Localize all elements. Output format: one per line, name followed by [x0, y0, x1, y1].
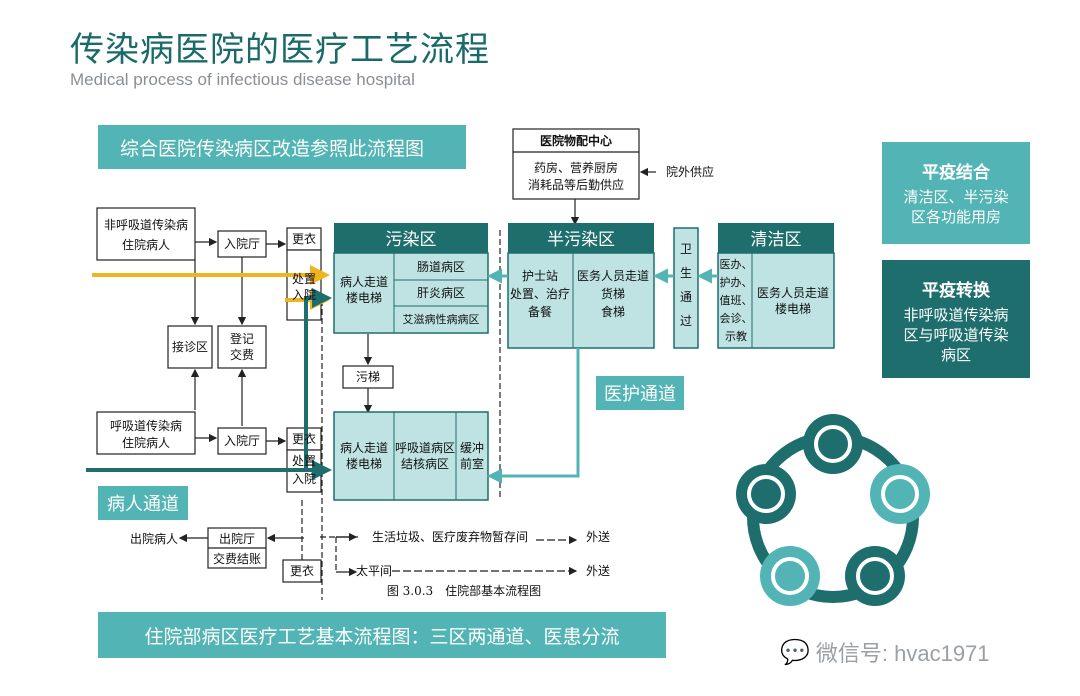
- svg-text:更衣: 更衣: [290, 563, 314, 578]
- svg-text:清洁区: 清洁区: [751, 230, 802, 250]
- svg-text:呼吸道病区: 呼吸道病区: [395, 440, 455, 455]
- svg-text:示教: 示教: [725, 330, 747, 343]
- bottom-banner: 住院部病区医疗工艺基本流程图：三区两通道、医患分流: [98, 612, 666, 658]
- svg-text:住院病人: 住院病人: [122, 435, 170, 450]
- zone-dirty: [333, 223, 489, 334]
- svg-text:交费结账: 交费结账: [213, 551, 261, 566]
- svg-text:太平间: 太平间: [356, 563, 392, 578]
- svg-text:消耗品等后勤供应: 消耗品等后勤供应: [528, 177, 624, 192]
- svg-text:院外供应: 院外供应: [666, 164, 714, 179]
- svg-text:外送: 外送: [586, 529, 610, 544]
- svg-text:入院厅: 入院厅: [224, 434, 260, 448]
- svg-text:过: 过: [680, 314, 692, 328]
- svg-text:住院病人: 住院病人: [122, 237, 170, 252]
- svg-text:交费: 交费: [230, 347, 254, 362]
- svg-text:缓冲: 缓冲: [460, 440, 484, 455]
- svg-text:半污染区: 半污染区: [547, 230, 615, 250]
- svg-text:病人走道: 病人走道: [340, 440, 388, 455]
- wechat-icon: 💬: [780, 638, 810, 666]
- side-card-conversion: 平疫转换 非呼吸道传染病区与呼吸道传染病区: [882, 260, 1030, 378]
- svg-text:通: 通: [680, 290, 692, 304]
- watermark: 💬 微信号: hvac1971: [780, 638, 990, 667]
- svg-text:处置、治疗: 处置、治疗: [510, 287, 570, 301]
- supply-center-label: 医院物配中心: [540, 133, 612, 148]
- side-card-peace-epidemic: 平疫结合 清洁区、半污染区各功能用房: [882, 142, 1030, 244]
- svg-text:生活垃圾、医疗废弃物暂存间: 生活垃圾、医疗废弃物暂存间: [372, 529, 528, 544]
- zone-clean: [717, 223, 835, 349]
- svg-text:医务人员走道: 医务人员走道: [757, 285, 829, 300]
- svg-text:结核病区: 结核病区: [401, 456, 449, 471]
- svg-text:污染区: 污染区: [386, 230, 437, 250]
- svg-text:入院: 入院: [292, 288, 316, 302]
- svg-text:图 3.0.3 住院部基本流程图: 图 3.0.3 住院部基本流程图: [387, 583, 541, 598]
- svg-text:护士站: 护士站: [522, 269, 558, 283]
- svg-text:登记: 登记: [230, 331, 254, 346]
- svg-text:肝炎病区: 肝炎病区: [417, 285, 465, 300]
- staff-channel-tag: 医护通道: [596, 376, 684, 410]
- svg-text:前室: 前室: [460, 456, 484, 471]
- supply-center-box: [512, 128, 640, 200]
- cycle-graphic: [736, 414, 930, 606]
- page-subtitle: Medical process of infectious disease ho…: [70, 70, 415, 89]
- patient-nonresp-box: [96, 207, 196, 261]
- svg-text:病人走道: 病人走道: [340, 274, 388, 289]
- svg-text:艾滋病性病病区: 艾滋病性病病区: [403, 312, 480, 326]
- svg-text:楼电梯: 楼电梯: [775, 301, 811, 316]
- svg-text:出院厅: 出院厅: [219, 532, 255, 546]
- svg-text:出院病人: 出院病人: [130, 531, 178, 546]
- svg-text:楼电梯: 楼电梯: [346, 290, 382, 305]
- svg-text:处置: 处置: [292, 272, 316, 286]
- svg-text:处置: 处置: [292, 454, 316, 468]
- svg-text:更衣: 更衣: [292, 431, 316, 446]
- top-banner: 综合医院传染病区改造参照此流程图: [98, 125, 466, 169]
- reception-box: [167, 325, 213, 369]
- svg-text:肠道病区: 肠道病区: [417, 259, 465, 274]
- svg-text:卫: 卫: [680, 242, 692, 256]
- zone-resp-ward: [333, 411, 489, 501]
- zone-semi: [507, 223, 655, 349]
- register-box: [217, 325, 267, 369]
- svg-text:入院厅: 入院厅: [224, 237, 260, 251]
- svg-text:呼吸道传染病: 呼吸道传染病: [110, 418, 182, 433]
- svg-text:货梯: 货梯: [601, 286, 625, 301]
- admission-hall-2: [217, 427, 267, 455]
- svg-text:会诊、: 会诊、: [720, 311, 753, 325]
- svg-text:值班、: 值班、: [720, 294, 753, 307]
- page-title: 传染病医院的医疗工艺流程: [70, 30, 490, 70]
- patient-channel-tag: 病人通道: [98, 486, 188, 520]
- sanitary-passage: [673, 227, 699, 349]
- svg-text:备餐: 备餐: [528, 304, 552, 319]
- svg-text:非呼吸道传染病: 非呼吸道传染病: [104, 217, 188, 232]
- svg-text:更衣: 更衣: [292, 231, 316, 246]
- svg-text:接诊区: 接诊区: [172, 339, 208, 354]
- svg-text:食梯: 食梯: [601, 304, 625, 319]
- svg-text:药房、营养厨房: 药房、营养厨房: [534, 160, 618, 175]
- svg-text:污梯: 污梯: [356, 370, 380, 384]
- svg-text:生: 生: [680, 266, 692, 280]
- svg-text:入院: 入院: [292, 472, 316, 486]
- svg-text:护办、: 护办、: [720, 275, 753, 289]
- patient-resp-box: [96, 411, 196, 455]
- svg-text:医务人员走道: 医务人员走道: [577, 268, 649, 283]
- admission-hall-1: [217, 230, 267, 258]
- svg-text:楼电梯: 楼电梯: [346, 456, 382, 471]
- svg-text:外送: 外送: [586, 563, 610, 578]
- svg-text:医办、: 医办、: [720, 258, 753, 271]
